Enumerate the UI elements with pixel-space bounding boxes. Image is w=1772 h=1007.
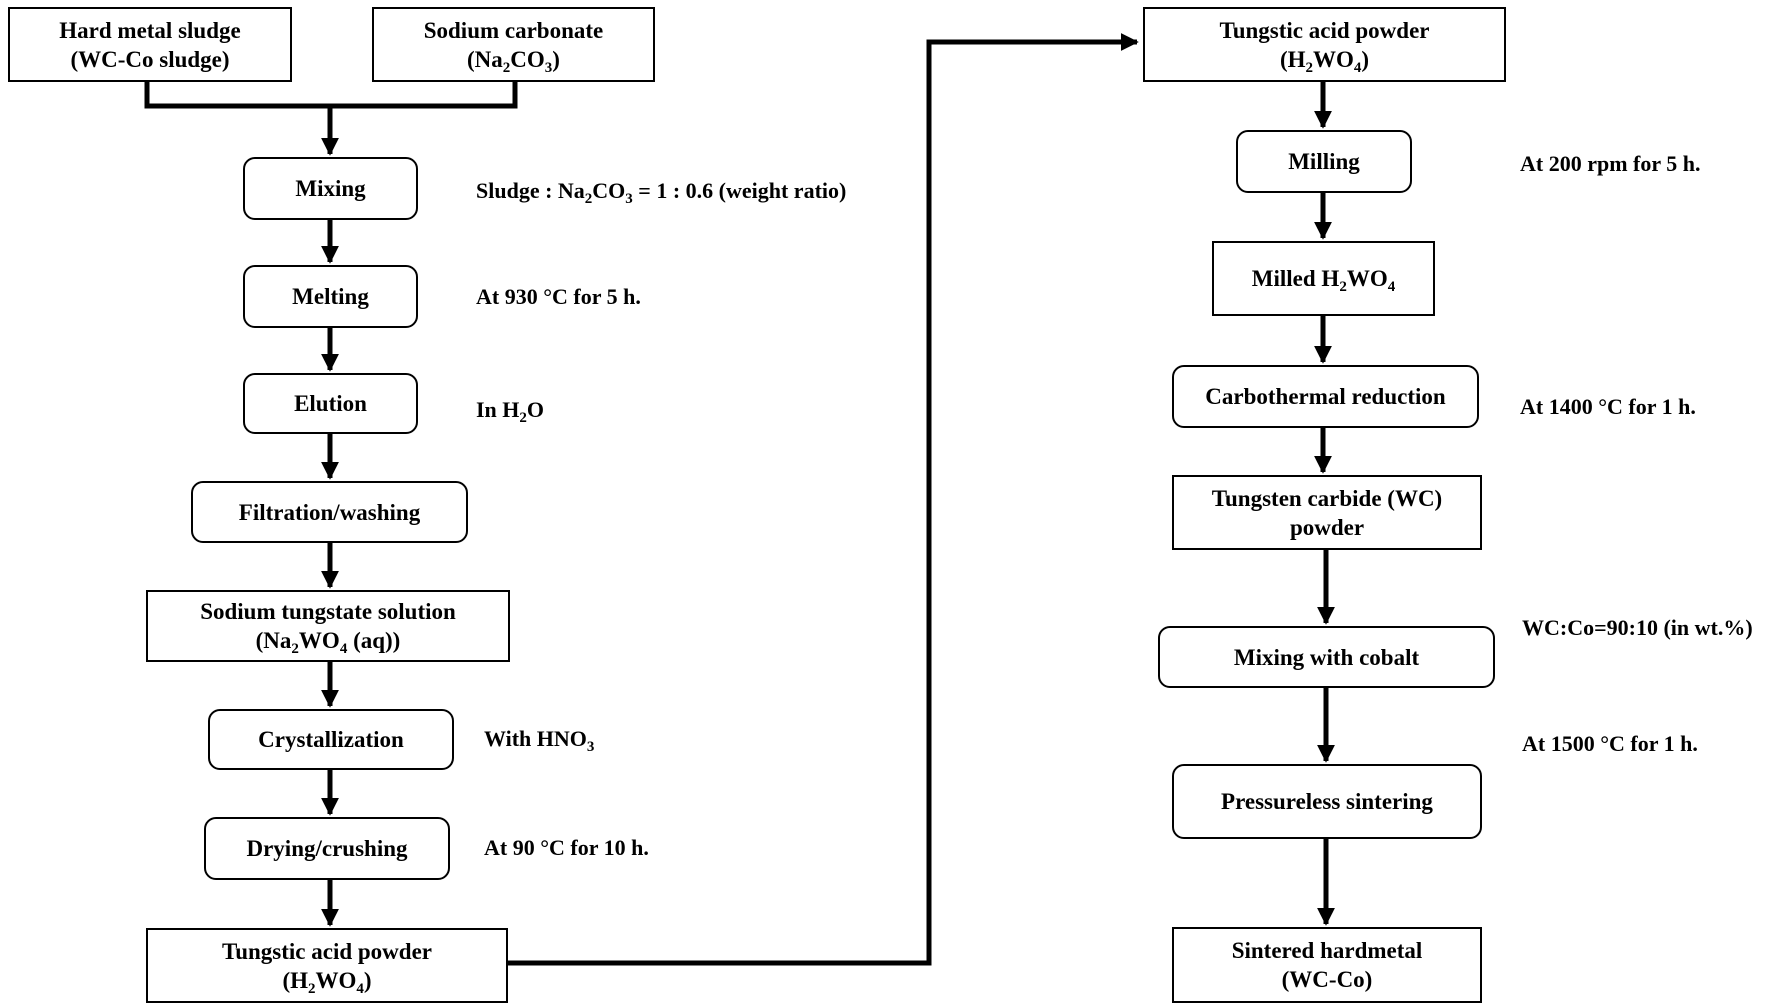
tungsten-carbide-box: Tungsten carbide (WC) powder (1172, 475, 1482, 550)
milled-h2wo4-label: Milled H2WO4 (1251, 266, 1396, 295)
filtration-washing-label: Filtration/washing (238, 499, 421, 525)
sodium-tungstate-box: Sodium tungstate solution (Na2WO4 (aq)) (146, 590, 510, 662)
sodium-carbonate-line1: Sodium carbonate (423, 17, 604, 43)
merge-connector (144, 81, 518, 109)
elution-box: Elution (243, 373, 418, 434)
carbothermal-reduction-label: Carbothermal reduction (1205, 384, 1446, 409)
mixing-with-cobalt-box: Mixing with cobalt (1158, 626, 1495, 688)
tungsten-carbide-line1: Tungsten carbide (WC) (1211, 485, 1443, 511)
carbothermal-reduction-box: Carbothermal reduction (1172, 365, 1479, 428)
sintering-condition-note: At 1500 °C for 1 h. (1522, 731, 1698, 756)
arrow-left-to-right-column (508, 33, 1139, 966)
mixing-ratio-note: Sludge : Na2CO3 = 1 : 0.6 (weight ratio) (476, 178, 847, 207)
drying-crushing-label: Drying/crushing (246, 836, 408, 861)
elution-condition-note: In H2O (476, 397, 545, 426)
milling-label: Milling (1288, 149, 1360, 174)
sodium-tungstate-line2: (Na2WO4 (aq)) (255, 628, 401, 657)
sodium-carbonate-box: Sodium carbonate (Na2CO3) (372, 7, 655, 82)
tungstic-acid-left-line2: (H2WO4) (282, 967, 372, 997)
sodium-carbonate-line2: (Na2CO3) (467, 46, 560, 76)
tungstic-acid-right-line2: (H2WO4) (1279, 46, 1370, 76)
sintered-hardmetal-line1: Sintered hardmetal (1231, 938, 1423, 963)
hard-metal-sludge-box: Hard metal sludge (WC-Co sludge) (8, 7, 292, 82)
tungstic-acid-right-line1: Tungstic acid powder (1219, 17, 1430, 43)
carbothermal-condition-note: At 1400 °C for 1 h. (1520, 394, 1696, 419)
pressureless-sintering-box: Pressureless sintering (1172, 764, 1482, 839)
drying-condition-note: At 90 °C for 10 h. (484, 835, 649, 860)
sintered-hardmetal-box: Sintered hardmetal (WC-Co) (1172, 927, 1482, 1003)
sodium-tungstate-line1: Sodium tungstate solution (200, 599, 456, 624)
drying-crushing-box: Drying/crushing (204, 817, 450, 880)
elution-label: Elution (294, 391, 367, 416)
mixing-box: Mixing (243, 157, 418, 220)
tungsten-carbide-line2: powder (1289, 514, 1365, 540)
mixing-with-cobalt-label: Mixing with cobalt (1233, 644, 1420, 670)
mixing-label: Mixing (295, 176, 366, 201)
tungstic-acid-left-line1: Tungstic acid powder (221, 938, 433, 964)
melting-condition-note: At 930 °C for 5 h. (476, 284, 641, 309)
crystallization-label: Crystallization (258, 727, 404, 752)
melting-label: Melting (292, 284, 369, 309)
melting-box: Melting (243, 265, 418, 328)
tungstic-acid-box-left: Tungstic acid powder (H2WO4) (146, 928, 508, 1003)
pressureless-sintering-label: Pressureless sintering (1221, 789, 1433, 814)
milling-condition-note: At 200 rpm for 5 h. (1520, 151, 1701, 176)
crystallization-box: Crystallization (208, 709, 454, 770)
tungstic-acid-box-right: Tungstic acid powder (H2WO4) (1143, 7, 1506, 82)
cobalt-ratio-note: WC:Co=90:10 (in wt.%) (1522, 615, 1753, 640)
milled-h2wo4-box: Milled H2WO4 (1212, 241, 1435, 316)
filtration-washing-box: Filtration/washing (191, 481, 468, 543)
milling-box: Milling (1236, 130, 1412, 193)
hard-metal-sludge-line2: (WC-Co sludge) (70, 46, 230, 72)
hard-metal-sludge-line1: Hard metal sludge (59, 17, 241, 43)
crystallization-condition-note: With HNO3 (484, 726, 595, 755)
sintered-hardmetal-line2: (WC-Co) (1281, 967, 1373, 992)
